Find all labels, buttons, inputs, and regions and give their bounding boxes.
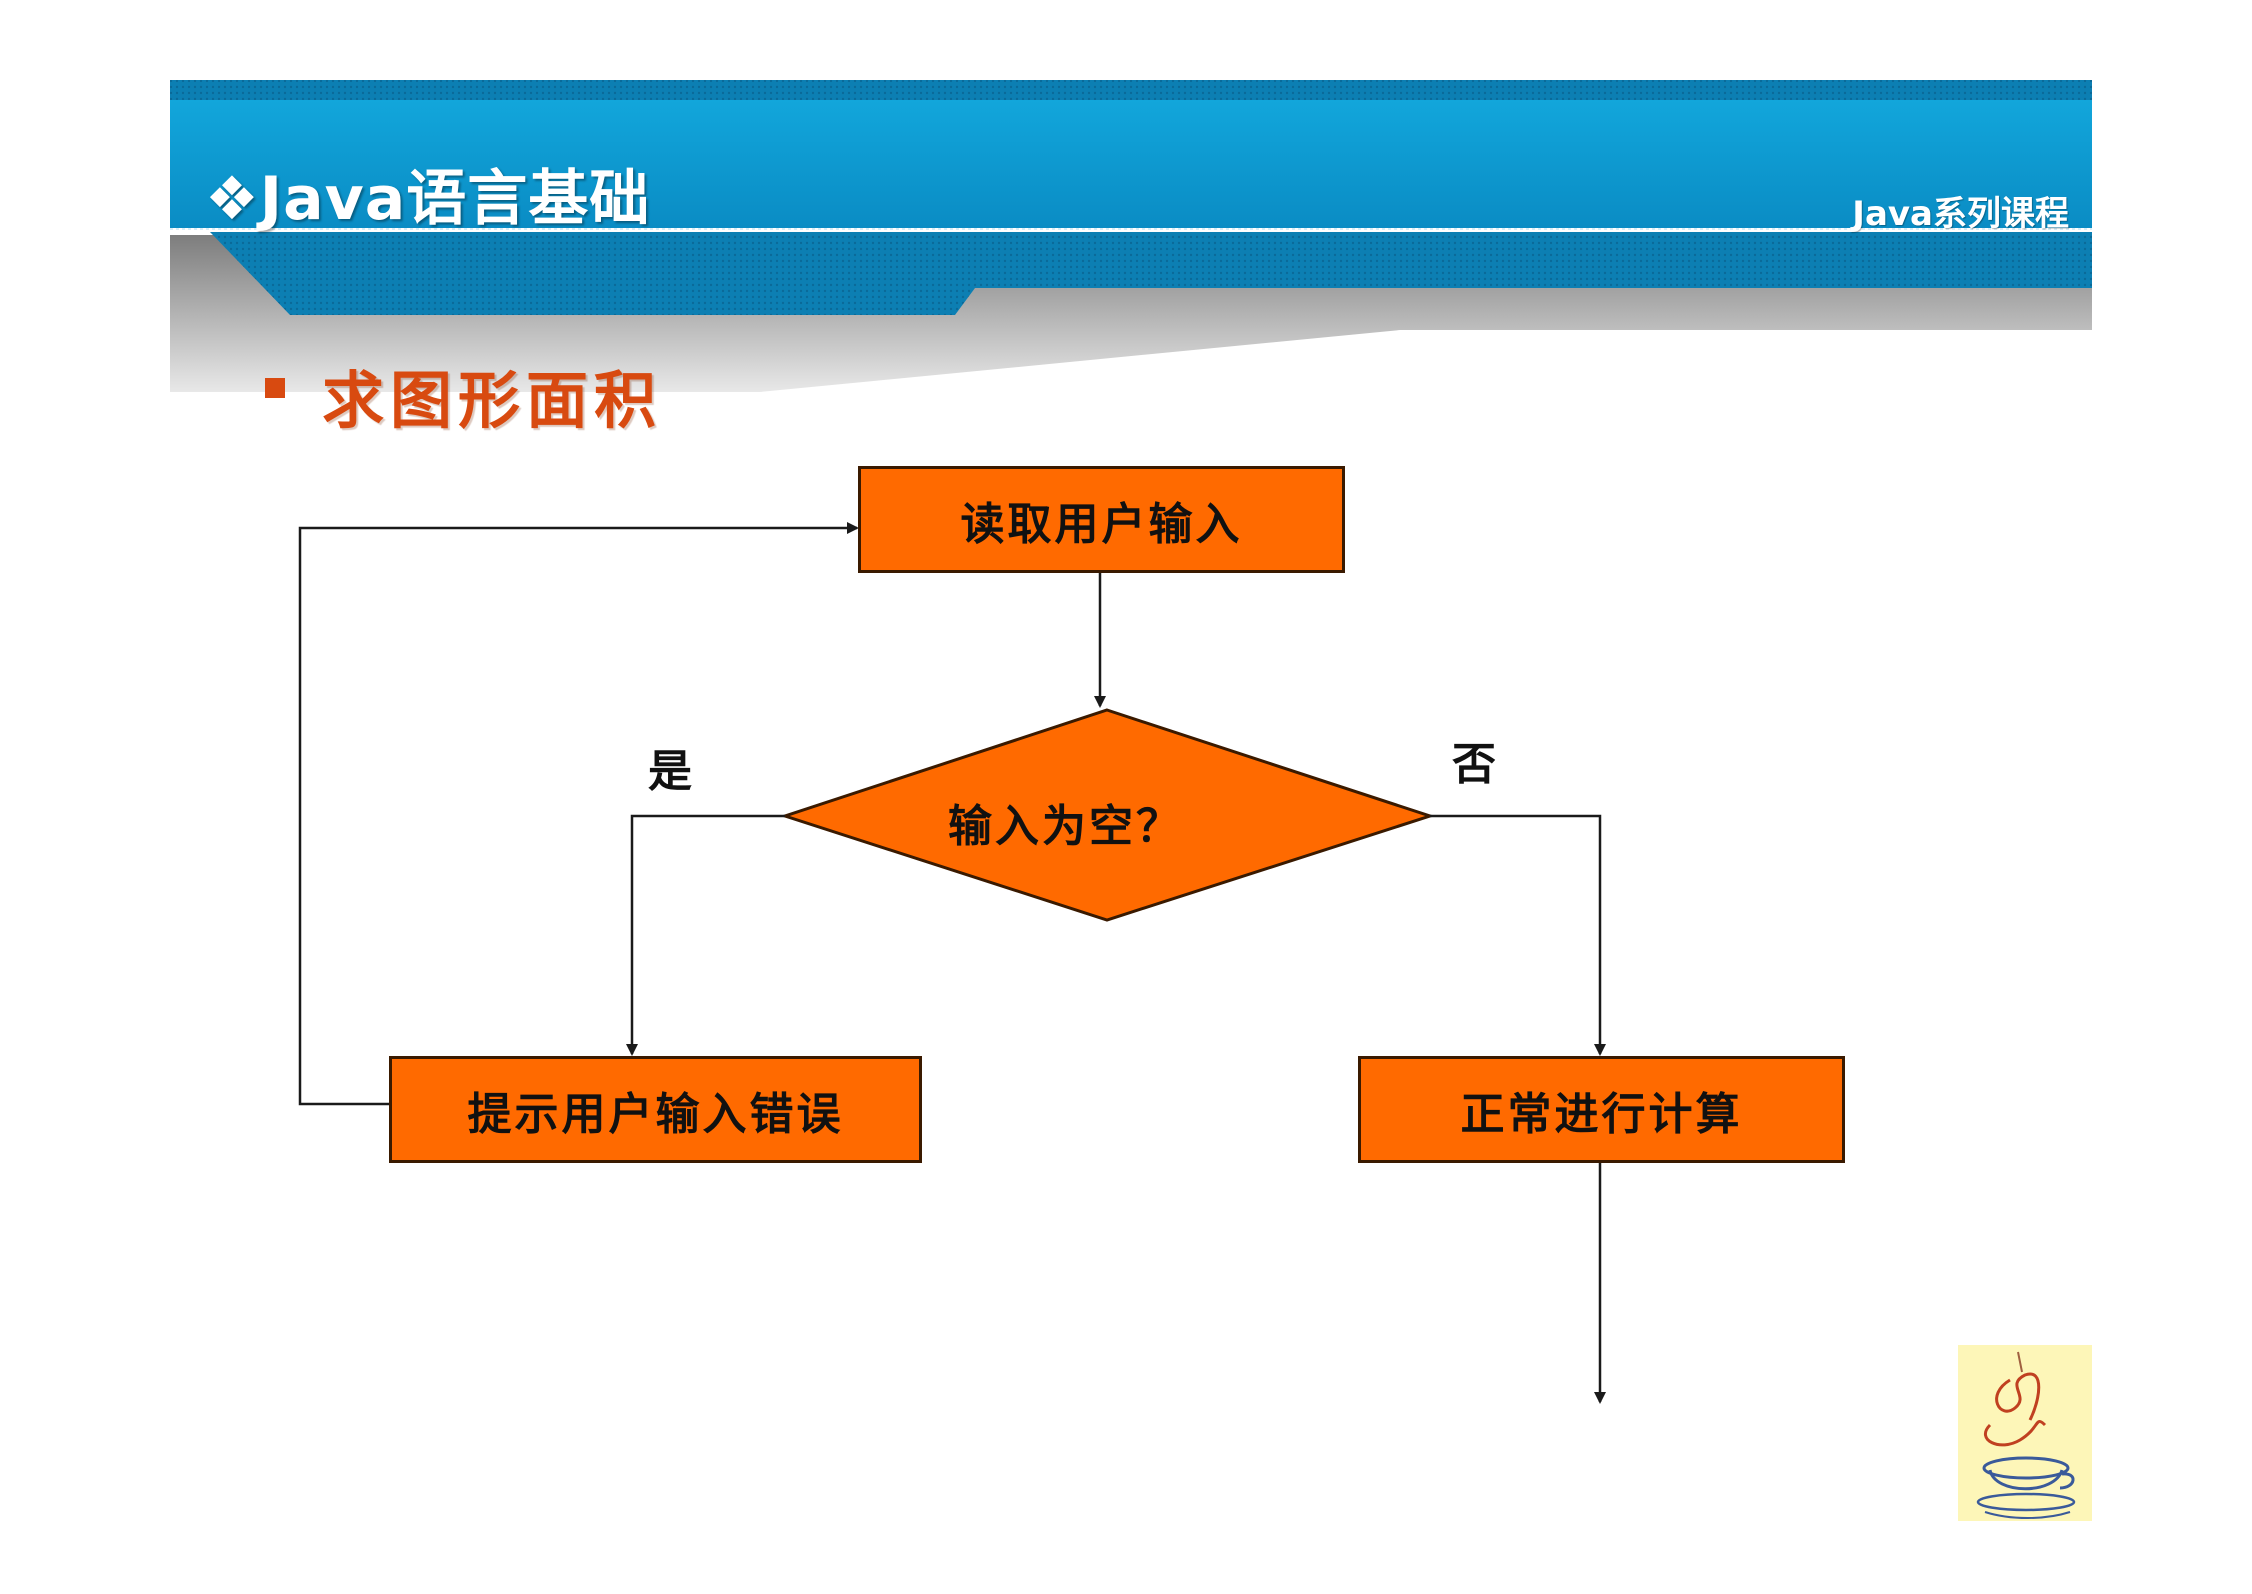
arrow-loop-back	[298, 522, 859, 1106]
course-title: ❖Java语言基础	[205, 164, 651, 234]
arrow-yes-branch	[626, 814, 785, 1056]
branch-label-no: 否	[1452, 739, 1496, 790]
top-strip	[170, 80, 2092, 102]
lower-band	[210, 232, 2092, 315]
node-read-input: 读取用户输入	[858, 466, 1345, 573]
section-title: 求图形面积	[322, 364, 663, 437]
node-error-prompt: 提示用户输入错误	[389, 1056, 922, 1163]
branch-label-yes: 是	[648, 746, 692, 797]
decision-diamond	[780, 708, 1435, 922]
section-bullet	[265, 378, 285, 398]
arrow-no-branch	[1430, 814, 1606, 1056]
series-label: Java系列课程	[1852, 194, 2069, 234]
node-compute: 正常进行计算	[1358, 1056, 1845, 1163]
blue-band	[170, 100, 2092, 228]
node-decision-label: 输入为空？	[948, 801, 1183, 852]
